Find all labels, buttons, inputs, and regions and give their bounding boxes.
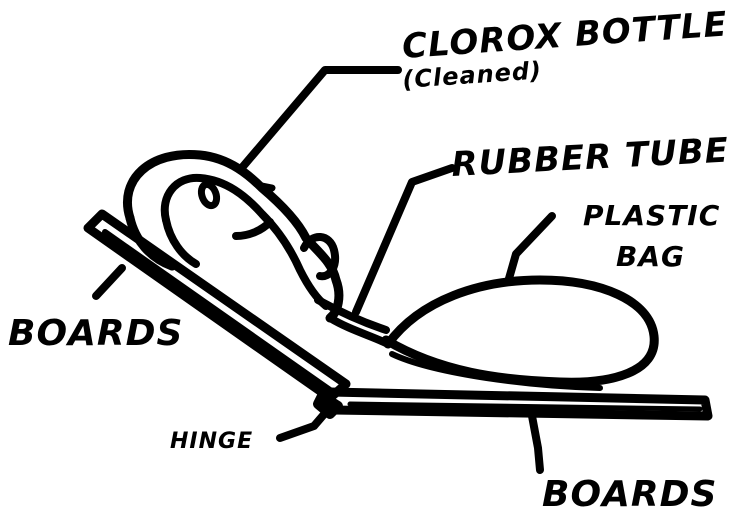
plastic-bag [386, 280, 654, 388]
bottom-board [330, 392, 708, 416]
label-boards-left: BOARDS [8, 313, 183, 354]
label-clorox-bottle: CLOROX BOTTLE [401, 4, 729, 67]
label-bag: BAG [616, 240, 685, 273]
clorox-bottle [127, 154, 338, 318]
label-boards-bottom: BOARDS [542, 474, 717, 515]
label-rubber-tube: RUBBER TUBE [450, 131, 730, 185]
label-plastic: PLASTIC [583, 199, 720, 232]
label-hinge: HINGE [170, 429, 253, 454]
labels: CLOROX BOTTLE (Cleaned) RUBBER TUBE PLAS… [8, 4, 730, 515]
